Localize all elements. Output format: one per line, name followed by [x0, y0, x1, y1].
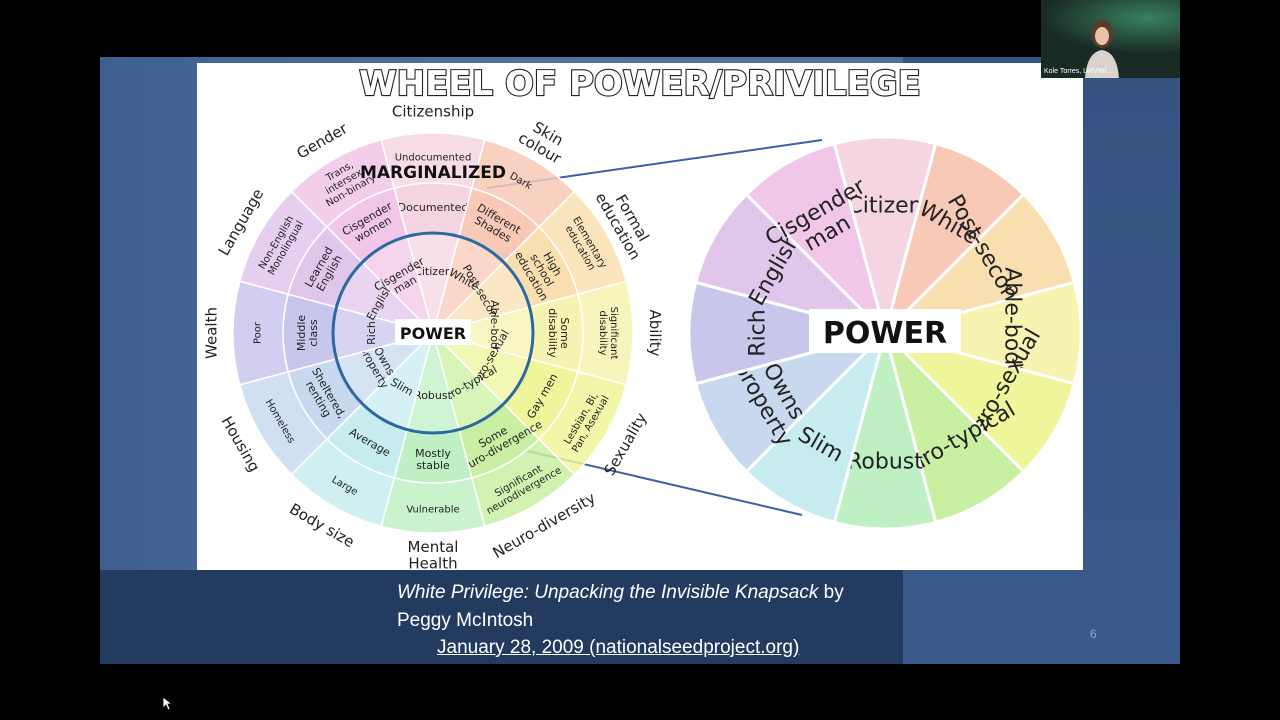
marginalized-label: MARGINALIZED — [360, 163, 506, 183]
right-segment-label: Robust — [847, 450, 923, 475]
participant-avatar-icon — [1085, 20, 1119, 78]
left-middle-label: Documented — [398, 201, 469, 214]
left-outer-label: Undocumented — [395, 153, 472, 164]
right-segment-label: Citizen — [847, 194, 922, 219]
left-outer-label: Poor — [253, 321, 264, 344]
wheel-of-power-figure: WHEEL OF POWER/PRIVILEGE Citizen Document… — [197, 63, 1083, 570]
left-outer-segment — [290, 138, 396, 228]
right-wheel: CitizenWhitePost-secondaryAble-bodiedHet… — [687, 135, 1083, 531]
left-inner-label: Citizen — [414, 265, 452, 278]
caption-source-title: White Privilege: Unpacking the Invisible… — [397, 582, 819, 603]
left-outer-label: Significantdisability — [597, 307, 619, 360]
wheel-graphic: WHEEL OF POWER/PRIVILEGE Citizen Document… — [202, 63, 1083, 570]
right-power-segment — [744, 141, 888, 339]
right-segment-label: Rich — [746, 309, 771, 356]
slide-page-number: 6 — [1090, 627, 1097, 641]
left-inner-label: Rich — [365, 321, 378, 345]
caption-line-1: White Privilege: Unpacking the Invisible… — [397, 582, 844, 604]
caption-band — [100, 570, 903, 664]
participant-name: Kole Torres, LWVWI... — [1044, 68, 1113, 75]
left-middle-label: Somedisability — [546, 308, 571, 358]
left-inner-label: Robust — [414, 389, 453, 402]
left-power-box — [395, 319, 471, 345]
caption-by: by — [818, 582, 844, 603]
left-category-label: Wealth — [202, 307, 220, 359]
left-category-label: Ability — [646, 309, 664, 356]
mouse-cursor-icon — [163, 697, 173, 711]
left-middle-label: Middleclass — [295, 315, 320, 352]
left-power-label: POWER — [400, 324, 466, 343]
left-category-label: Citizenship — [392, 102, 474, 120]
left-outer-label: Vulnerable — [406, 505, 459, 516]
presentation-slide: WHEEL OF POWER/PRIVILEGE Citizen Document… — [100, 57, 1180, 664]
caption-source-link[interactable]: January 28, 2009 (nationalseedproject.or… — [437, 637, 800, 658]
left-wheel: Citizen Documented Undocumented Citizenship… — [202, 102, 664, 570]
caption-author: Peggy McIntosh — [397, 610, 534, 631]
right-power-label: POWER — [823, 316, 947, 351]
right-power-box — [809, 309, 961, 353]
power-boundary-circle — [331, 231, 535, 435]
webcam-thumbnail[interactable]: Kole Torres, LWVWI... — [1041, 0, 1180, 78]
left-category-label: Skincolour — [515, 114, 573, 168]
figure-title: WHEEL OF POWER/PRIVILEGE — [359, 64, 921, 104]
